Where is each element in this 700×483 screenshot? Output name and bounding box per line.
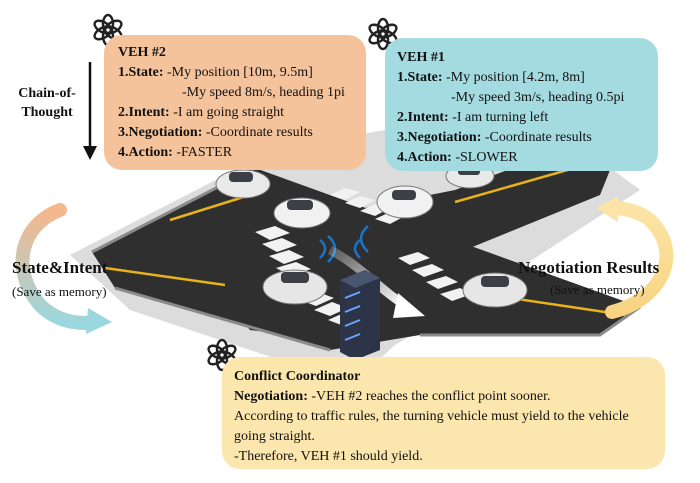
veh2-action: 4.Action: -FASTER (118, 143, 356, 163)
veh1-bubble: VEH #1 1.State: -My position [4.2m, 8m] … (385, 38, 658, 171)
veh1-negotiation-value: -Coordinate results (481, 130, 592, 145)
state-intent-title: State&Intent (12, 258, 108, 277)
veh2-action-value: -FASTER (172, 145, 233, 160)
openai-logo-icon (368, 17, 398, 51)
veh2-state-label: 1.State: (118, 65, 164, 80)
veh1-title: VEH #1 (397, 50, 445, 65)
veh1-intent: 2.Intent: -I am turning left (397, 108, 648, 128)
veh2-intent: 2.Intent: -I am going straight (118, 103, 356, 123)
veh1-action-label: 4.Action: (397, 150, 452, 165)
veh1-state-line1: -My position [4.2m, 8m] (442, 70, 585, 85)
veh2-negotiation-value: -Coordinate results (202, 125, 313, 140)
car-icon (262, 269, 328, 305)
veh1-state-label: 1.State: (397, 70, 443, 85)
car-icon (273, 197, 331, 229)
chain-of-thought-arrow-icon (83, 62, 97, 160)
veh2-state: 1.State: -My position [10m, 9.5m] (118, 63, 356, 83)
coordinator-line1: -VEH #2 reaches the conflict point soone… (307, 389, 551, 404)
recycle-arrow-icon (596, 196, 674, 319)
veh2-bubble: VEH #2 1.State: -My position [10m, 9.5m]… (104, 35, 366, 170)
openai-logo-icon (207, 338, 237, 372)
chain-of-thought-label: Chain-of-Thought (18, 86, 76, 120)
veh1-action-value: -SLOWER (451, 150, 518, 165)
veh1-state-line2: -My speed 3m/s, heading 0.5pi (451, 90, 625, 105)
veh2-state-line1: -My position [10m, 9.5m] (163, 65, 313, 80)
veh2-title: VEH #2 (118, 45, 166, 60)
car-icon (376, 185, 434, 219)
coordinator-negotiation-label: Negotiation: (234, 389, 308, 404)
veh1-state: 1.State: -My position [4.2m, 8m] (397, 68, 648, 88)
coordinator-negotiation: Negotiation: -VEH #2 reaches the conflic… (234, 387, 655, 407)
veh1-intent-label: 2.Intent: (397, 110, 449, 125)
veh2-negotiation: 3.Negotiation: -Coordinate results (118, 123, 356, 143)
negotiation-results-title: Negotiation Results (518, 258, 660, 277)
coordinator-bubble: Conflict Coordinator Negotiation: -VEH #… (222, 357, 665, 469)
veh2-action-label: 4.Action: (118, 145, 173, 160)
veh1-negotiation-label: 3.Negotiation: (397, 130, 482, 145)
coordinator-line3: -Therefore, VEH #1 should yield. (234, 449, 423, 464)
car-icon (215, 169, 271, 199)
server-rack-icon (340, 270, 380, 360)
veh2-state-line2: -My speed 8m/s, heading 1pi (182, 85, 345, 100)
veh1-intent-value: -I am turning left (448, 110, 549, 125)
negotiation-results-subtitle: (Save as memory) (550, 282, 645, 297)
veh2-intent-value: -I am going straight (169, 105, 285, 120)
coordinator-title: Conflict Coordinator (234, 369, 361, 384)
veh2-intent-label: 2.Intent: (118, 105, 170, 120)
coordinator-line2: According to traffic rules, the turning … (234, 409, 629, 444)
car-icon (462, 272, 528, 308)
veh1-negotiation: 3.Negotiation: -Coordinate results (397, 128, 648, 148)
recycle-arrow-icon (15, 203, 112, 334)
state-intent-subtitle: (Save as memory) (12, 284, 107, 299)
veh1-action: 4.Action: -SLOWER (397, 148, 648, 168)
veh2-negotiation-label: 3.Negotiation: (118, 125, 203, 140)
